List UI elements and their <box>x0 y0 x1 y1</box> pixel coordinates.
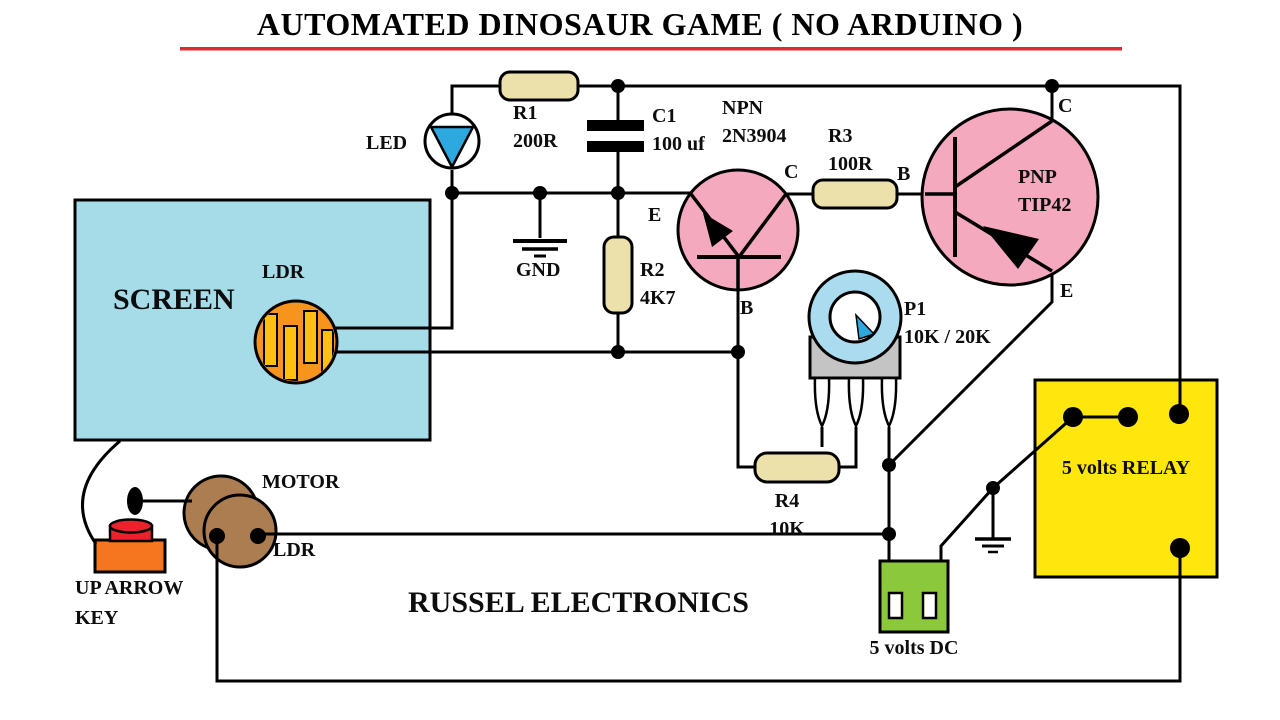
relay-pin-coil <box>1063 407 1083 427</box>
pnp-terminal-b: B <box>897 163 911 185</box>
led-label: LED <box>366 132 408 154</box>
up-key-label: UP ARROW KEY <box>75 573 183 633</box>
r2-label: R2 4K7 <box>640 256 676 312</box>
npn-terminal-c: C <box>784 161 799 183</box>
title-underline <box>180 47 1122 51</box>
wires <box>81 84 1182 683</box>
up-key-cap-top <box>108 518 154 534</box>
wire-pnp-emitter-diagonal <box>887 270 1054 467</box>
resistor-r3 <box>811 178 899 210</box>
led-triangle-icon <box>428 125 476 170</box>
r3-label: R3 100R <box>828 122 872 178</box>
resistor-r4 <box>753 451 841 484</box>
ldr-screen-label: LDR <box>262 261 305 283</box>
pnp-part: TIP42 <box>1018 194 1072 216</box>
pnp-label: PNP TIP42 <box>1018 163 1071 219</box>
npn-label: NPN 2N3904 <box>722 94 786 150</box>
wire-top-bus <box>578 84 1182 414</box>
pot-pointer-icon <box>854 312 876 341</box>
npn-part: 2N3904 <box>722 125 787 147</box>
r2-value: 4K7 <box>640 287 676 309</box>
dc-pin-slot-right <box>921 591 938 620</box>
p1-name: P1 <box>904 298 927 320</box>
ldr-stripes-icon <box>263 310 334 381</box>
c1-value: 100 uf <box>652 133 705 155</box>
ldr-motor-label: LDR <box>273 539 316 561</box>
gnd-label: GND <box>516 259 561 281</box>
wire-r4-to-pot <box>838 427 858 469</box>
capacitor-c1-plate-top <box>587 120 644 131</box>
r3-value: 100R <box>828 153 873 175</box>
resistor-r2 <box>602 235 634 315</box>
pnp-transistor-icon <box>920 107 1100 287</box>
r4-name: R4 <box>774 490 800 512</box>
up-key-line2: KEY <box>75 607 119 629</box>
junction-dots <box>209 79 1190 558</box>
up-key-line1: UP ARROW <box>75 577 184 599</box>
relay-pin-top-right <box>1169 404 1189 424</box>
pnp-emitter-arrow-icon <box>983 226 1039 269</box>
page-title: AUTOMATED DINOSAUR GAME ( NO ARDUINO ) <box>256 6 1024 42</box>
r1-label: R1 200R <box>513 99 557 155</box>
r1-name: R1 <box>513 102 538 124</box>
wire-ldr-top <box>330 193 454 330</box>
pnp-terminal-e: E <box>1060 280 1074 302</box>
motor-front-circle <box>202 493 278 569</box>
relay-label: 5 volts RELAY <box>1061 457 1191 479</box>
r4-value: 10K <box>769 518 805 540</box>
npn-name: NPN <box>722 97 764 119</box>
c1-name: C1 <box>652 105 677 127</box>
capacitor-c1-plate-bottom <box>587 141 644 152</box>
key-actuator-icon <box>127 487 143 515</box>
wire-screen-to-key-curve <box>81 439 121 545</box>
dc-label: 5 volts DC <box>869 637 959 659</box>
p1-value: 10K / 20K <box>904 326 991 348</box>
wire-dc-to-relay-diagonal <box>939 415 1074 561</box>
wire-bottom-bus <box>215 536 1182 683</box>
relay-pin-bottom-right <box>1170 538 1190 558</box>
r3-name: R3 <box>828 125 853 147</box>
screen-box <box>73 198 432 442</box>
resistor-r1 <box>498 70 580 102</box>
pot-legs <box>813 376 898 429</box>
up-key-box <box>93 538 167 574</box>
pnp-name: PNP <box>1018 166 1057 188</box>
wire-led-to-r1 <box>450 84 500 114</box>
npn-terminal-e: E <box>648 204 662 226</box>
c1-label: C1 100 uf <box>652 102 705 158</box>
npn-terminal-b: B <box>740 297 754 319</box>
brand-text: RUSSEL ELECTRONICS <box>408 586 749 619</box>
dc-pin-slot-left <box>887 591 904 620</box>
r4-label: R4 10K <box>737 487 837 543</box>
relay-pin-mid <box>1118 407 1138 427</box>
npn-emitter-arrow-icon <box>703 213 733 247</box>
screen-label: SCREEN <box>113 283 235 316</box>
pnp-terminal-c: C <box>1058 95 1073 117</box>
p1-label: P1 10K / 20K <box>904 295 991 351</box>
r1-value: 200R <box>513 130 558 152</box>
r2-name: R2 <box>640 259 665 281</box>
motor-label: MOTOR <box>262 471 340 493</box>
